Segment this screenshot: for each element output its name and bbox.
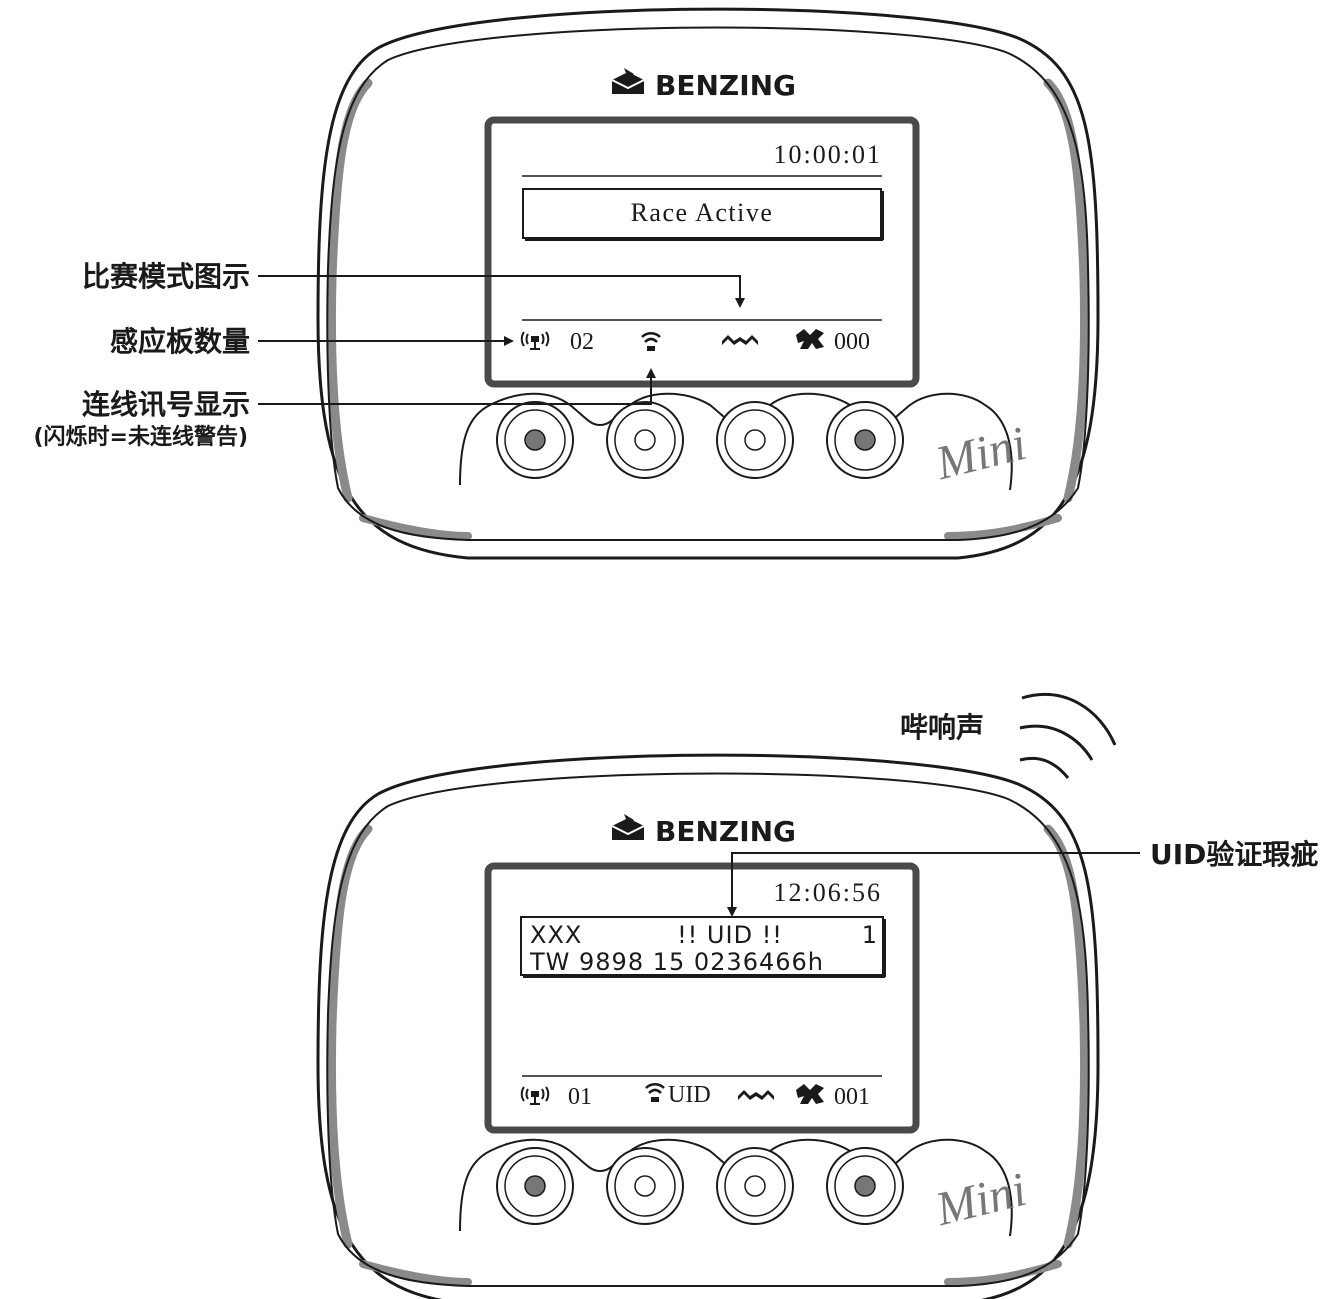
brand-logo: BENZING [611,67,796,102]
brand-logo-2: BENZING [611,813,796,848]
brand-name-2: BENZING [655,815,796,848]
uid-message-box [520,916,884,976]
device-top: BENZING 10:00:01 Race Active 02 000 Mini [318,9,1098,558]
annotation-connection-note: (闪烁时=未连线警告) [33,424,248,450]
brand-name: BENZING [655,69,796,102]
bird-count-2: 001 [834,1084,870,1110]
lcd-screen-bottom: 12:06:56 XXX !! UID !! 1 TW 9898 15 0236… [488,866,916,1130]
annotation-race-mode: 比赛模式图示 [82,260,250,293]
annotations-top: 比赛模式图示 感应板数量 连线讯号显示 (闪烁时=未连线警告) [33,260,745,450]
race-active-label: Race Active [631,198,774,227]
antenna-count: 02 [570,329,594,355]
message-line1-center: !! UID !! [677,921,783,949]
bird-count: 000 [834,329,870,355]
message-line1-right: 1 [862,921,877,949]
screen-time-2: 12:06:56 [774,878,882,907]
screen-time: 10:00:01 [774,140,882,169]
annotations-bottom: 哔响声 UID验证瑕疵 [727,693,1318,917]
annotation-beep: 哔响声 [900,711,984,744]
connection-uid-label: UID [668,1082,711,1108]
annotation-uid-defect: UID验证瑕疵 [1150,838,1318,871]
sound-waves-icon [1019,693,1117,779]
message-line1-left: XXX [530,921,582,949]
annotation-connection-signal: 连线讯号显示 [82,388,250,421]
race-active-box [522,188,882,239]
annotation-pad-count: 感应板数量 [110,325,250,358]
device-bottom: BENZING 12:06:56 XXX !! UID !! 1 TW 9898… [318,755,1098,1299]
message-line2: TW 9898 15 0236466h [529,948,824,976]
lcd-screen-top: 10:00:01 Race Active 02 000 [488,120,916,384]
antenna-count-2: 01 [568,1084,592,1110]
